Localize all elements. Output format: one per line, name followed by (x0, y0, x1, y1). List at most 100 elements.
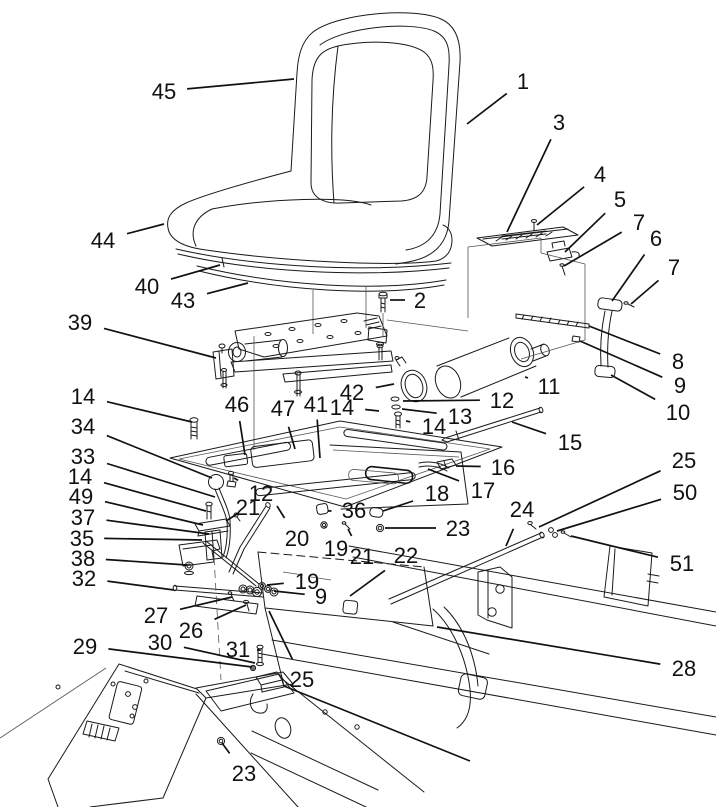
callout-leader-9 (273, 590, 305, 596)
bolt-14-shaft (395, 415, 401, 429)
rod-15-part (441, 407, 542, 443)
callout-8: 8 (588, 325, 684, 374)
right-plate (603, 545, 660, 607)
rail-upper (392, 621, 490, 655)
plate-wall-fold (332, 449, 460, 458)
callout-14: 14 (330, 395, 380, 420)
callout-5: 5 (564, 187, 626, 253)
washer-b (245, 585, 255, 595)
frame-curl (249, 693, 268, 714)
bolt-washer (220, 383, 228, 387)
console-screw-b (143, 678, 149, 684)
seat-back-cushion-panel (310, 41, 434, 204)
callout-11: 11 (524, 374, 561, 399)
callout-38: 38 (71, 546, 188, 571)
callout-28: 28 (436, 626, 696, 681)
right-bolt-head (376, 343, 384, 349)
nut-19 (320, 521, 328, 529)
callout-leader-47 (287, 426, 296, 450)
callout-leader-34 (106, 434, 213, 479)
callout-label-32: 32 (72, 566, 96, 591)
lever-cluster-part (254, 589, 260, 595)
bolt-26 (246, 603, 250, 612)
callout-label-14: 14 (422, 414, 446, 439)
right-washer (376, 341, 384, 347)
callout-leader-43 (206, 282, 249, 295)
callout-14: 14 (71, 384, 193, 423)
bolt-14b (206, 505, 212, 520)
slide-plate-holes (264, 319, 362, 348)
callout-label-38: 38 (71, 546, 95, 571)
callout-3: 3 (506, 110, 565, 233)
callout-leader-10 (610, 374, 656, 401)
slide-right-bracket (367, 326, 388, 344)
washer-13 (391, 404, 401, 410)
callout-leader-7 (630, 279, 660, 305)
strip-screw-b (354, 724, 360, 730)
frame-oval-hole (274, 717, 292, 739)
bracket-30 (255, 671, 285, 693)
pin-7a (561, 265, 566, 276)
fender-arc (432, 608, 471, 729)
bolt-head (221, 368, 227, 372)
ledge (195, 671, 294, 699)
nut-19-hole (321, 522, 327, 528)
callout-label-21: 21 (350, 544, 374, 569)
callout-label-26: 26 (179, 618, 203, 643)
callout-leader-20 (276, 505, 286, 519)
bolt-26-head (242, 599, 250, 605)
mid-bolt-washer (294, 389, 302, 395)
rail-2 (352, 556, 716, 627)
rod-24-group (388, 521, 572, 605)
bolt-12 (226, 473, 237, 488)
washer-38 (184, 570, 194, 576)
callout-18: 18 (382, 481, 449, 512)
bolt-2 (378, 293, 388, 313)
callout-label-39: 39 (68, 310, 92, 335)
bracket-39 (212, 348, 235, 380)
rail-6 (250, 752, 367, 807)
callout-label-43: 43 (171, 288, 195, 313)
callout-leader-25 (538, 470, 661, 528)
callout-leader-14 (103, 481, 207, 512)
rod-20-tip (265, 502, 271, 508)
bolt-31 (257, 648, 263, 663)
callout-label-9: 9 (674, 373, 686, 398)
callout-label-16: 16 (491, 455, 515, 480)
callout-leader-21 (225, 513, 238, 522)
clip-50b (552, 532, 558, 538)
callout-24: 24 (505, 497, 534, 547)
callout-label-11: 11 (538, 374, 561, 399)
callout-label-14: 14 (71, 384, 95, 409)
callout-29: 29 (73, 634, 253, 668)
pin-21 (344, 523, 351, 530)
callout-leader-12 (402, 399, 480, 402)
callout-leader-4 (536, 186, 585, 226)
callout-leader-16 (455, 465, 481, 468)
fender-foot (457, 673, 488, 700)
callout-12: 12 (402, 388, 514, 413)
callout-label-41: 41 (304, 392, 328, 417)
bracket-35 (178, 539, 221, 567)
bracket-39-bolt-head (218, 343, 226, 349)
callout-leader-42 (375, 383, 395, 389)
switch-bracket-group (467, 219, 586, 360)
callout-leader-23 (221, 742, 231, 754)
spacer-18 (369, 507, 384, 518)
rail-strip (283, 685, 471, 762)
callout-label-5: 5 (614, 187, 626, 212)
callout-label-8: 8 (672, 349, 684, 374)
callout-label-46: 46 (225, 392, 249, 417)
bolt-14l-head (189, 417, 199, 423)
callout-19: 19 (266, 569, 319, 594)
panel-22-tab (342, 599, 359, 615)
callout-label-20: 20 (285, 526, 309, 551)
callout-label-40: 40 (135, 274, 159, 299)
callout-leader-38 (105, 558, 188, 566)
callout-label-15: 15 (558, 430, 582, 455)
callout-leader-14 (405, 420, 411, 423)
callout-2: 2 (390, 288, 426, 313)
callout-label-1: 1 (517, 69, 529, 94)
small-fasteners (226, 470, 385, 533)
slide-top-plate (234, 312, 388, 358)
